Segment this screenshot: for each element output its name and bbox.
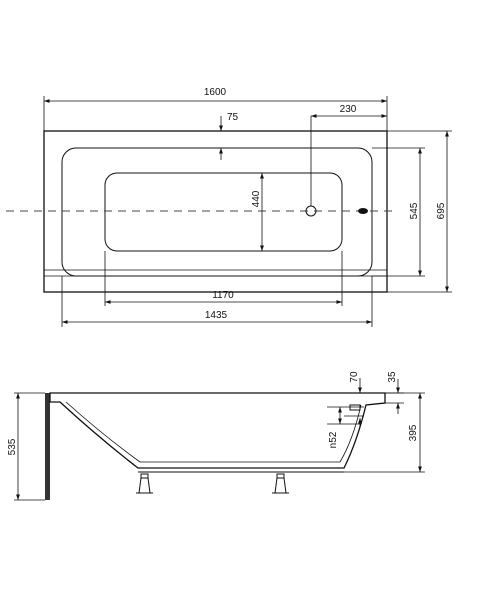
tub-shell-inner <box>65 401 362 463</box>
dim-height-label: 535 <box>7 438 18 455</box>
overflow-ellipse <box>358 208 368 214</box>
tub-shell-outline <box>49 392 386 469</box>
tub-basin-outline <box>61 147 373 277</box>
side-view: 535 70 35 n52 395 <box>7 371 425 501</box>
foot-left <box>136 473 153 494</box>
dim-inner-length-label: 1435 <box>205 310 228 321</box>
dim-rim-label: 75 <box>227 112 239 123</box>
dim-inner-height-label: 545 <box>409 202 420 219</box>
dim-total-width-label: 695 <box>436 202 447 219</box>
overflow-fitting <box>349 404 361 411</box>
top-view: 1600 230 75 440 1170 1435 545 695 <box>6 87 452 327</box>
dim-length-label: 1600 <box>204 87 227 98</box>
dim-bottom-length-label: 1170 <box>212 290 234 301</box>
dim-overflow-label: 230 <box>340 104 357 115</box>
dim-inner-width-label: 440 <box>251 190 262 207</box>
dim-395-label: 395 <box>408 424 419 441</box>
dim-70-label: 70 <box>349 371 360 383</box>
tub-bottom-outline <box>104 172 343 252</box>
front-panel <box>45 393 50 500</box>
dim-35-label: 35 <box>387 371 398 383</box>
foot-right <box>272 473 289 494</box>
dim-drain-label: n52 <box>328 431 339 448</box>
